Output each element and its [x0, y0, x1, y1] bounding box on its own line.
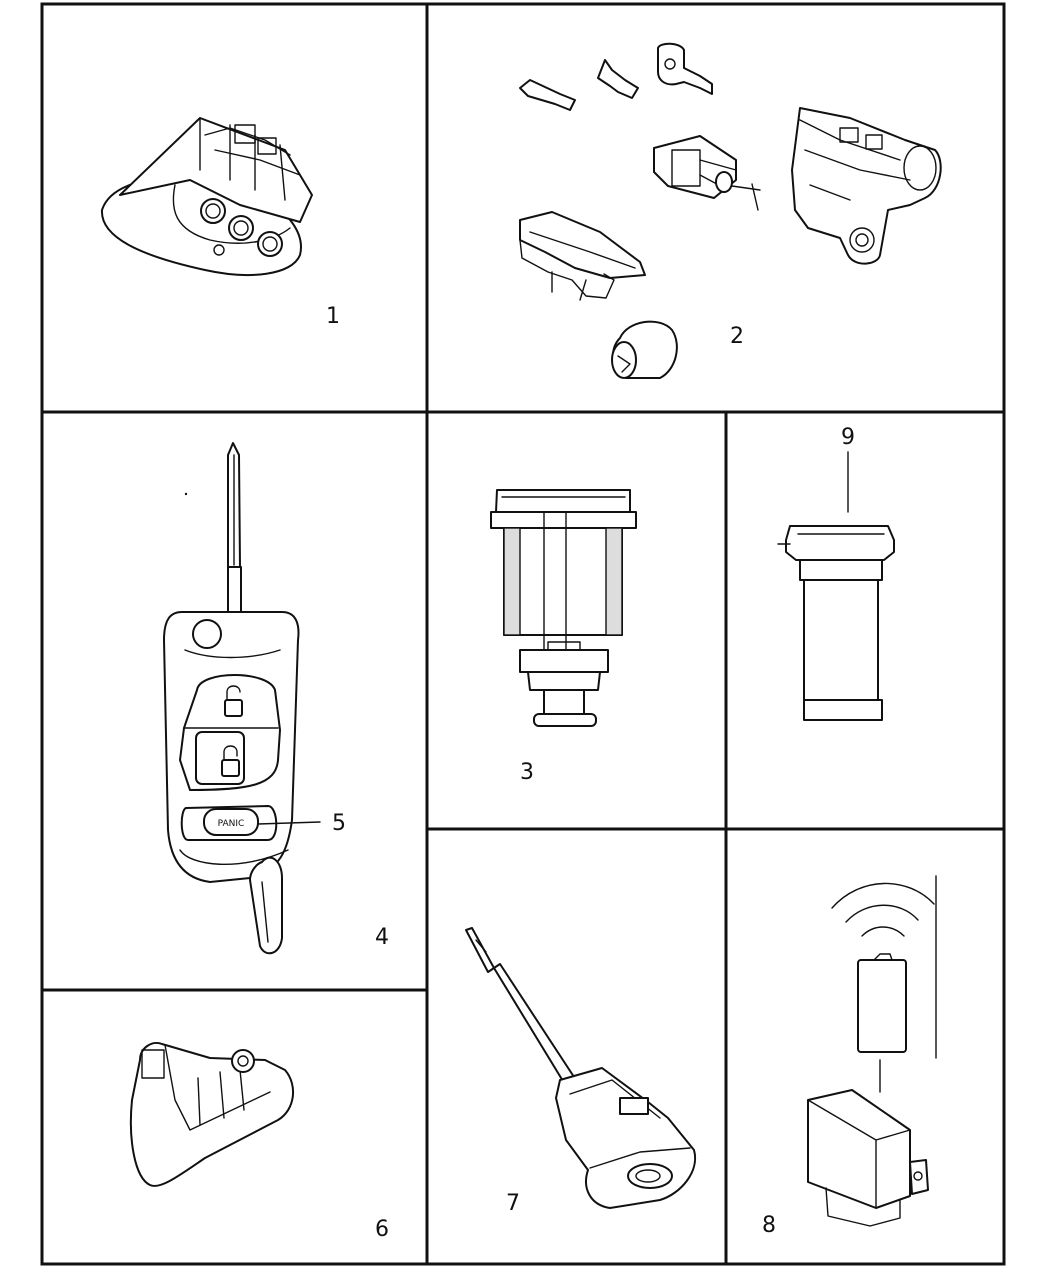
panic-button[interactable]: PANIC — [180, 805, 278, 841]
callout-9: 9 — [841, 425, 855, 450]
module-box-icon — [807, 1089, 911, 1209]
callout-1: 1 — [326, 304, 340, 329]
key-ring — [249, 856, 283, 955]
key-icon — [597, 59, 639, 99]
panic-label: PANIC — [218, 819, 245, 829]
callout-5: 5 — [332, 811, 346, 836]
part-8-receiver-module: 8 — [762, 875, 937, 1238]
panel-grid — [40, 2, 1006, 1266]
keyring-hole — [192, 619, 222, 649]
callout-6: 6 — [375, 1217, 389, 1242]
callout-3: 3 — [520, 760, 534, 785]
callout-4: 4 — [375, 925, 389, 950]
leader-5 — [257, 821, 321, 825]
callout-7: 7 — [506, 1191, 520, 1216]
ignition-housing-icon — [791, 107, 942, 265]
key-with-head-icon — [657, 42, 713, 95]
signal-waves-icon — [831, 882, 935, 937]
part-3-lock-cylinder: 3 — [490, 489, 637, 785]
unlock-button-icon[interactable] — [195, 731, 245, 785]
key-blank-icon — [519, 79, 576, 111]
callout-8: 8 — [762, 1213, 776, 1238]
transmitter-icon — [857, 959, 907, 1053]
part-4-flip-key-remote: PANIC 5 4 — [163, 442, 389, 955]
part-7-ignition-switch: 7 — [465, 927, 697, 1216]
handle-icon — [519, 211, 646, 279]
part-9-cylinder: 9 — [777, 425, 895, 721]
lock-button-icon[interactable] — [224, 685, 243, 717]
callout-2: 2 — [730, 324, 744, 349]
part-2-lock-set: 2 — [519, 42, 942, 379]
part-1-fob-housing: 1 — [100, 117, 340, 329]
part-6-fob-shell: 6 — [129, 1042, 389, 1242]
